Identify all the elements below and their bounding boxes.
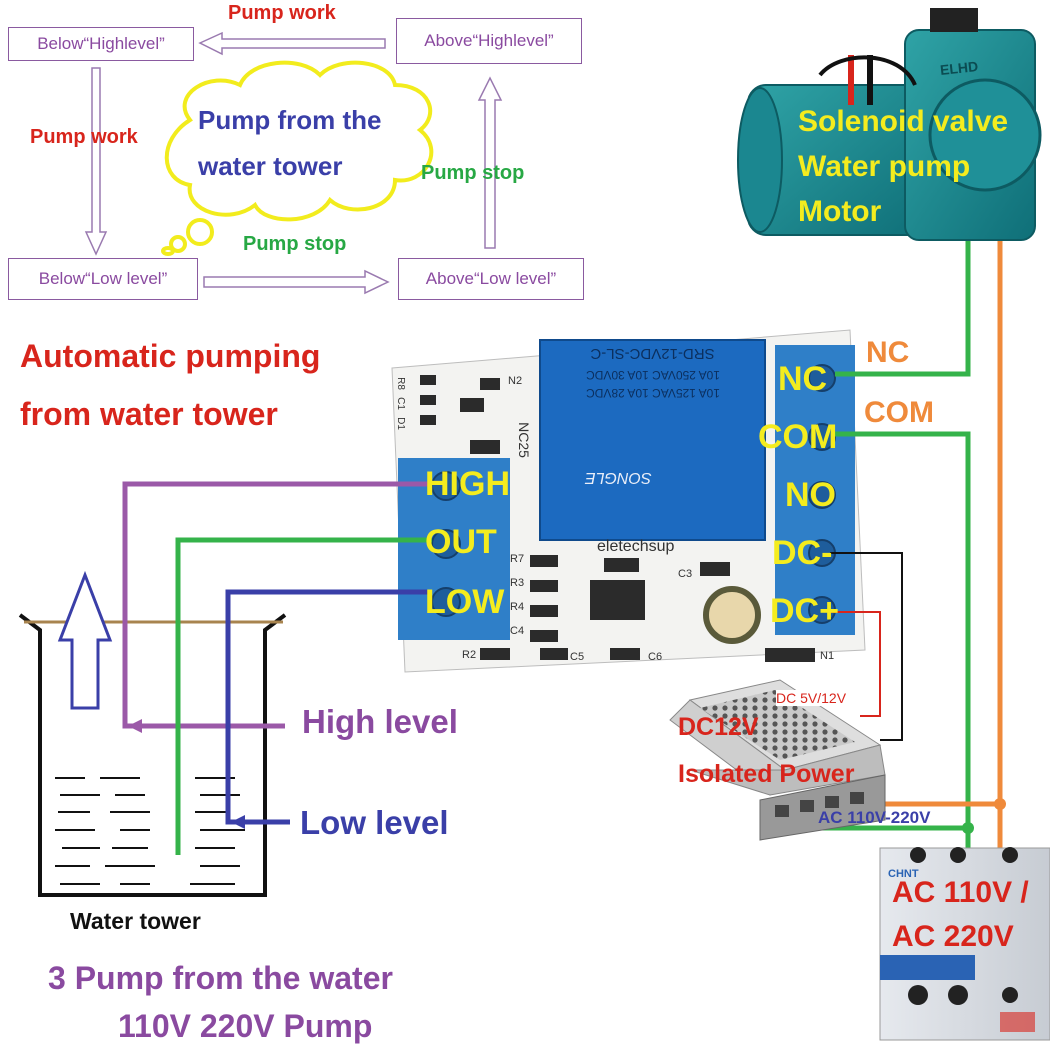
ref-c3: C3 xyxy=(678,568,693,580)
pump-work-top-label: Pump work xyxy=(228,2,336,24)
board-brand: eletechsup xyxy=(597,538,675,555)
ref-r2: R2 xyxy=(462,649,477,661)
pump-work-left-label: Pump work xyxy=(30,126,138,148)
circuit-breaker xyxy=(879,847,1050,1041)
wire-nc-label: NC xyxy=(866,336,910,369)
wire-high xyxy=(122,481,432,729)
ref-r4: R4 xyxy=(510,601,525,613)
wire-com xyxy=(835,431,971,856)
terminal-out-label: OUT xyxy=(425,523,497,561)
ref-c5: C5 xyxy=(570,651,585,663)
arrow-up-icon xyxy=(57,570,113,710)
ref-n1: N1 xyxy=(820,650,835,662)
ref-d1: D1 xyxy=(394,417,406,430)
above-low-label: Above“Low level” xyxy=(425,269,557,288)
wire-com-label: COM xyxy=(864,396,934,429)
terminal-low-label: LOW xyxy=(425,583,505,621)
relay-rating-1: 10A 250VAC 10A 30VDC xyxy=(586,368,720,382)
wire-dc-plus xyxy=(830,611,881,717)
ref-c4: C4 xyxy=(510,625,525,637)
relay-model: SRD-12VDC-SL-C xyxy=(590,345,715,362)
cloud-line2: water tower xyxy=(198,151,343,181)
high-level-label: High level xyxy=(302,703,458,740)
above-high-box: Above“Highlevel” xyxy=(396,18,582,64)
wire-nc xyxy=(835,240,971,377)
relay-brand: SONGLE xyxy=(585,469,652,486)
ac-input-label: AC 110V-220V xyxy=(818,808,931,827)
above-low-box: Above“Low level” xyxy=(398,258,584,300)
power-line1: DC12V xyxy=(678,713,759,741)
ref-r3: R3 xyxy=(510,577,525,589)
footer-line1: 3 Pump from the water xyxy=(48,960,393,996)
thought-cloud xyxy=(161,60,434,256)
flow-arrows xyxy=(84,31,503,295)
wire-out xyxy=(175,537,432,855)
cloud-line1: Pump from the xyxy=(198,105,382,135)
buzzer-icon xyxy=(703,586,761,644)
ref-nc25: NC25 xyxy=(515,422,532,458)
footer-line2: 110V 220V Pump xyxy=(118,1008,373,1044)
arrow-up-right xyxy=(477,76,503,249)
terminal-com-label: COM xyxy=(758,418,838,456)
low-level-label: Low level xyxy=(300,804,449,841)
terminal-high-label: HIGH xyxy=(425,465,510,503)
arrow-right-bottom xyxy=(203,269,390,295)
pump-line3: Motor xyxy=(798,195,882,228)
tank-caption: Water tower xyxy=(70,908,201,934)
pump-stop-right-label: Pump stop xyxy=(421,162,525,184)
terminal-no-label: NO xyxy=(785,476,836,514)
pump-stop-bottom-label: Pump stop xyxy=(243,233,347,255)
arrow-down-left xyxy=(84,67,108,256)
water-tank xyxy=(18,570,287,897)
heading-line1: Automatic pumping xyxy=(20,338,321,374)
terminal-nc-label: NC xyxy=(778,360,828,398)
wires xyxy=(122,225,1003,856)
heading-line2: from water tower xyxy=(20,396,278,432)
dc-output-label: DC 5V/12V xyxy=(776,690,847,706)
arrow-left-top xyxy=(198,31,386,56)
breaker-brand: CHNT xyxy=(888,868,919,880)
ref-c1: C1 xyxy=(394,397,406,410)
wire-dc-minus xyxy=(830,552,903,741)
below-high-label: Below“Highlevel” xyxy=(37,34,165,53)
above-high-label: Above“Highlevel” xyxy=(424,31,554,50)
relay xyxy=(539,339,766,541)
below-low-box: Below“Low level” xyxy=(8,258,198,300)
power-supply xyxy=(669,679,886,841)
relay-board xyxy=(391,329,866,673)
ref-r7: R7 xyxy=(510,553,525,565)
pump-line2: Water pump xyxy=(798,150,971,183)
power-line2: Isolated Power xyxy=(678,760,855,788)
ref-c6: C6 xyxy=(648,651,663,663)
low-level-pointer xyxy=(231,815,245,829)
breaker-line1: AC 110V / xyxy=(892,876,1029,909)
breaker-line2: AC 220V xyxy=(892,920,1014,953)
terminal-dc-minus-label: DC- xyxy=(772,534,833,572)
wire-low xyxy=(225,589,432,825)
below-high-box: Below“Highlevel” xyxy=(8,27,194,61)
water-pump xyxy=(737,8,1042,241)
high-level-pointer xyxy=(128,719,142,733)
terminal-dc-plus-label: DC+ xyxy=(770,592,839,630)
pump-line1: Solenoid valve xyxy=(798,105,1009,138)
below-low-label: Below“Low level” xyxy=(38,269,168,288)
ref-r8: R8 xyxy=(394,377,406,390)
relay-rating-2: 10A 125VAC 10A 28VDC xyxy=(586,386,720,400)
ref-n2: N2 xyxy=(508,375,523,387)
